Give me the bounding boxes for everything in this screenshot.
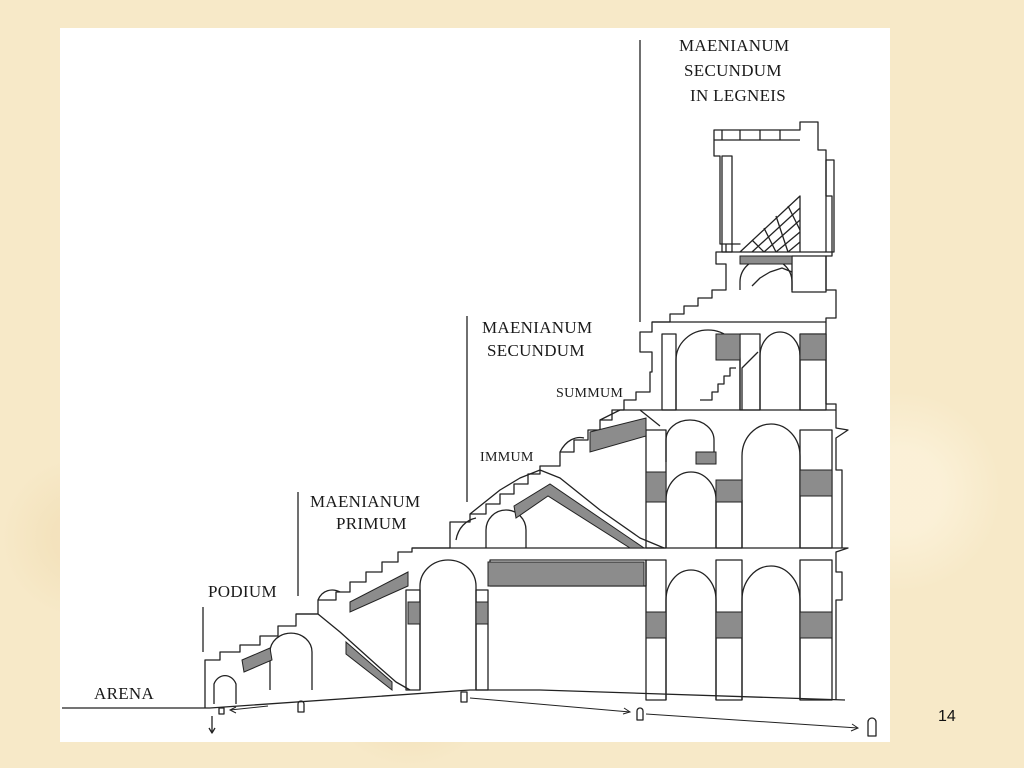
label-in-legneis-line2: SECUNDUM: [684, 61, 782, 80]
label-podium: PODIUM: [208, 582, 277, 601]
label-in-legneis-line3: IN LEGNEIS: [690, 86, 787, 105]
label-maenianum-secundum-line2: SECUNDUM: [487, 341, 585, 360]
label-maenianum-secundum-line1: MAENIANUM: [482, 318, 593, 337]
diagram-panel: [60, 28, 890, 742]
label-immum: IMMUM: [480, 450, 534, 465]
colosseum-cross-section: [62, 40, 877, 737]
label-maenianum-primum-line1: MAENIANUM: [310, 492, 421, 511]
label-summum: SUMMUM: [556, 386, 624, 401]
label-maenianum-primum-line2: PRIMUM: [336, 514, 407, 533]
label-arena: ARENA: [94, 684, 155, 703]
slide-page-number: 14: [938, 708, 956, 725]
label-in-legneis-line1: MAENIANUM: [679, 36, 790, 55]
